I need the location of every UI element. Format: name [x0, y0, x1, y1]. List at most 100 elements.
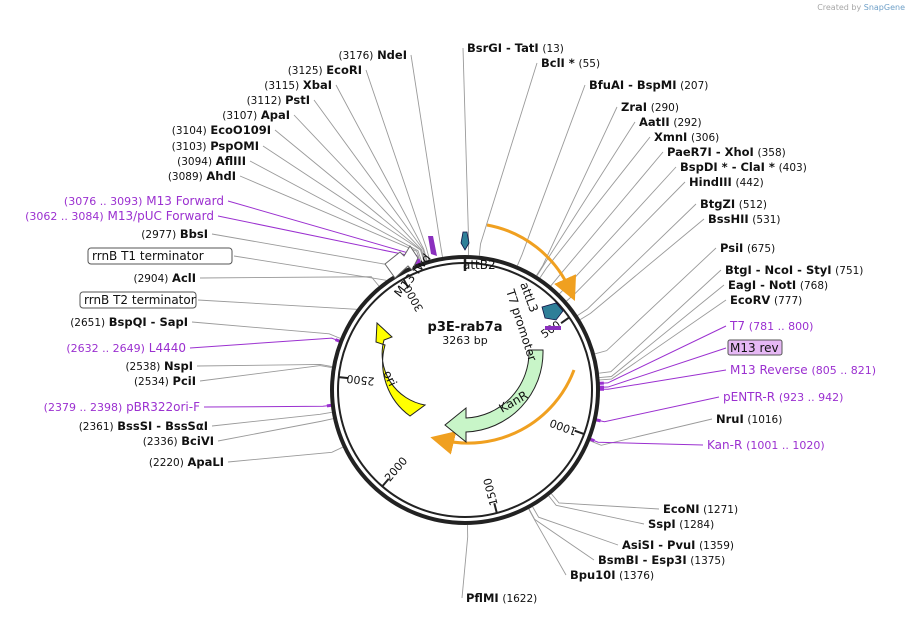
backbone-ring-outer	[330, 255, 600, 525]
site-name: EcoRV	[730, 293, 770, 307]
restriction-site-label: (3112) PstI	[247, 93, 310, 107]
restriction-site-label: (2538) NspI	[125, 359, 193, 373]
site-name: BtgZI	[700, 197, 735, 211]
primer-name: M13/pUC Forward	[107, 209, 214, 223]
site-leader-line	[599, 284, 725, 379]
primer-name: M13 Reverse	[730, 363, 808, 377]
primer-range: (2379 .. 2398)	[44, 401, 123, 414]
site-name: AclI	[172, 271, 196, 285]
terminator-label: rrnB T2 terminator	[84, 293, 196, 307]
ring-tick-mark	[338, 376, 349, 380]
watermark-prefix: Created by	[817, 3, 862, 12]
primer-name: M13 Forward	[146, 194, 224, 208]
restriction-site-label: BtgI - NcoI - StyI (751)	[725, 263, 863, 277]
site-name: PaeR7I - XhoI	[667, 145, 754, 159]
site-leader-line	[550, 151, 664, 287]
site-position: (675)	[747, 243, 775, 255]
site-position: (3112)	[247, 95, 282, 107]
restriction-site-label: BclI * (55)	[541, 56, 600, 70]
site-name: BfuAI - BspMI	[589, 78, 676, 92]
restriction-site-label: (3176) NdeI	[338, 48, 407, 62]
site-position: (1016)	[747, 414, 782, 426]
site-leader-line	[594, 247, 717, 355]
site-position: (3176)	[338, 50, 373, 62]
primer-label: Kan-R (1001 .. 1020)	[707, 438, 825, 452]
site-name: BsrGI - TatI	[467, 41, 539, 55]
site-leader-line	[548, 495, 645, 525]
site-leader-line	[559, 166, 677, 294]
site-name: ApaLI	[188, 455, 225, 469]
site-name: BspQI - SapI	[109, 315, 188, 329]
site-name: NruI	[716, 412, 744, 426]
leader-lines	[189, 47, 727, 599]
snapgene-logo-text: SnapGene	[863, 3, 905, 12]
restriction-site-label: EcoNI (1271)	[663, 502, 738, 516]
site-leader-line	[532, 506, 619, 546]
ring-tick-mark	[381, 478, 390, 487]
terminator-leader-line	[197, 299, 357, 310]
site-leader-line	[191, 321, 341, 339]
terminator-label-box	[87, 247, 233, 265]
site-position: (751)	[835, 265, 863, 277]
site-name: ApaI	[261, 108, 290, 122]
primer-name: M13 rev	[730, 341, 779, 355]
site-leader-line	[239, 175, 422, 263]
primer-range: (781 .. 800)	[749, 320, 814, 333]
restriction-site-label: (2220) ApaLI	[149, 455, 224, 469]
site-name: SspI	[648, 517, 676, 531]
site-name: EcoNI	[663, 502, 699, 516]
site-position: (292)	[673, 117, 701, 129]
site-leader-line	[516, 84, 586, 266]
site-position: (403)	[779, 162, 807, 174]
restriction-site-label: (2977) BbsI	[141, 227, 208, 241]
restriction-site-label: BfuAI - BspMI (207)	[589, 78, 708, 92]
site-leader-line	[536, 106, 618, 276]
site-name: PflMI	[466, 591, 499, 605]
attb2-feature	[460, 231, 470, 251]
restriction-site-label: HindIII (442)	[689, 175, 764, 189]
site-leader-line	[313, 99, 427, 261]
ring-tick-mark	[574, 429, 585, 436]
site-position: (290)	[651, 102, 679, 114]
primer-label-box	[727, 339, 783, 356]
primer-label: (3076 .. 3093) M13 Forward	[64, 194, 224, 208]
primer-label: (2379 .. 2398) pBR322ori-F	[44, 400, 200, 414]
site-name: PciI	[173, 374, 196, 388]
restriction-site-label: (2651) BspQI - SapI	[70, 315, 188, 329]
site-leader-line	[589, 418, 713, 446]
primer-range: (3062 .. 3084)	[25, 210, 104, 223]
site-position: (512)	[739, 199, 767, 211]
site-name: EcoO109I	[210, 123, 271, 137]
site-position: (2651)	[70, 317, 105, 329]
primer-label: M13 rev	[730, 341, 779, 355]
restriction-site-label: NruI (1016)	[716, 412, 782, 426]
site-leader-line	[274, 129, 425, 262]
restriction-site-label: (2904) AclI	[133, 271, 196, 285]
m13-fwd-feature	[428, 236, 437, 256]
site-leader-line	[461, 524, 469, 599]
restriction-site-label: (3094) AflIII	[177, 154, 246, 168]
primer-leader-line	[596, 396, 720, 423]
primer-label: pENTR-R (923 .. 942)	[723, 390, 843, 404]
restriction-site-label: (2534) PciI	[134, 374, 196, 388]
t7-promoter-feature	[545, 326, 561, 330]
restriction-site-label: PflMI (1622)	[466, 591, 537, 605]
site-position: (531)	[752, 214, 780, 226]
site-leader-line	[599, 299, 727, 381]
site-leader-line	[227, 446, 343, 463]
site-position: (442)	[735, 177, 763, 189]
site-leader-line	[335, 84, 428, 261]
site-name: NspI	[164, 359, 193, 373]
restriction-site-label: (3125) EcoRI	[288, 63, 362, 77]
primer-leader-line	[599, 369, 727, 390]
backbone-ring-inner	[337, 262, 593, 518]
site-position: (3115)	[264, 80, 299, 92]
site-position: (3103)	[172, 141, 207, 153]
site-leader-line	[410, 54, 443, 257]
site-position: (2220)	[149, 457, 184, 469]
restriction-site-label: AatII (292)	[639, 115, 702, 129]
primer-leader-line	[599, 347, 727, 388]
terminator-label-box	[79, 291, 197, 309]
attl3-feature	[541, 302, 564, 321]
